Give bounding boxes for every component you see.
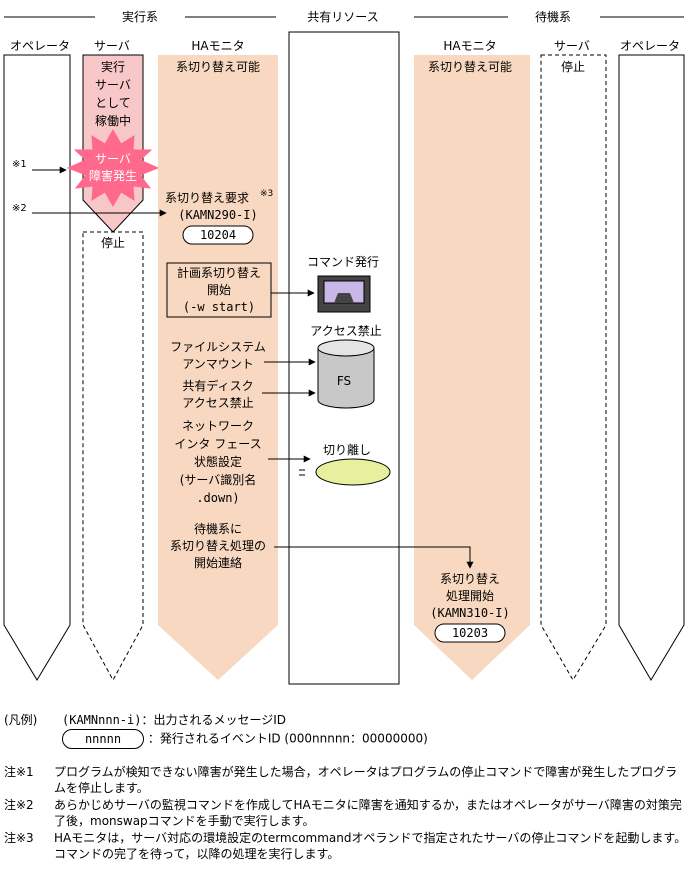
switch-request-msgid: (KAMN290-I)	[178, 208, 257, 222]
server-stopped-standby: 停止	[561, 59, 585, 74]
lane-label-server-active: サーバ	[94, 39, 130, 53]
server-running-text-1: 実行	[101, 59, 125, 74]
legend-message-row: (KAMNnnn-i)：出力されるメッセージID	[62, 712, 286, 728]
network-text-3: 状態設定	[194, 454, 242, 469]
planned-switch-text-1: 計画系切り替え	[177, 265, 261, 280]
lane-operator-active	[3, 54, 71, 681]
legend-message-code: (KAMNnnn-i)	[62, 713, 142, 727]
lane-label-operator-active: オペレータ	[10, 39, 70, 53]
legend-message-desc: ：出力されるメッセージID	[141, 713, 287, 727]
detach-ellipse	[315, 458, 391, 486]
note-1: 注※1 プログラムが検知できない障害が発生した場合，オペレータはプログラムの停止…	[4, 764, 688, 796]
network-text-1: ネットワーク	[182, 419, 254, 433]
lane-label-operator-standby: オペレータ	[620, 39, 680, 53]
access-forbidden-label: アクセス禁止	[310, 324, 381, 338]
network-text-5: .down)	[196, 491, 239, 505]
fs-label: FS	[337, 374, 351, 388]
note-2: 注※2 あらかじめサーバの監視コマンドを作成してHAモニタに障害を通知するか，ま…	[4, 797, 688, 829]
command-label: コマンド発行	[307, 255, 379, 269]
group-header-active: 実行系	[4, 9, 276, 24]
failure-burst	[66, 128, 160, 208]
notify-text-3: 開始連絡	[194, 555, 242, 570]
unmount-text-2: アンマウント	[182, 357, 254, 371]
flow-diagram: 実行系 共有リソース 待機系 オペレータ サーバ HAモニタ HAモニタ サーバ…	[3, 9, 685, 685]
legend-event-badge: nnnnn	[62, 729, 144, 749]
group-title-shared: 共有リソース	[307, 10, 378, 24]
arrow-notify-standby	[274, 546, 474, 569]
standby-start-text-1: 系切り替え	[440, 572, 500, 586]
disk-text-2: アクセス禁止	[182, 396, 253, 410]
lane-label-server-standby: サーバ	[554, 39, 590, 53]
notify-text-2: 系切り替え処理の	[170, 539, 266, 553]
lane-label-hamonitor-standby: HAモニタ	[443, 39, 496, 53]
hamon2-switch-possible: 系切り替え可能	[428, 60, 512, 74]
note-1-text: プログラムが検知できない障害が発生した場合，オペレータはプログラムの停止コマンド…	[54, 765, 678, 795]
hamon1-switch-possible: 系切り替え可能	[176, 60, 260, 74]
switch-request-text: 系切り替え要求	[165, 191, 249, 205]
lane-hamonitor-standby	[414, 55, 530, 680]
network-text-2: インタ フェース	[174, 437, 261, 451]
legend-event-row: nnnnn ：発行されるイベントID (000nnnnn：00000000)	[62, 729, 428, 749]
network-text-4: (サーバ識別名	[180, 472, 257, 487]
server-running-text-2: サーバ	[95, 78, 131, 92]
group-title-active: 実行系	[122, 9, 158, 24]
planned-switch-text-3: (-w start)	[183, 300, 255, 314]
legend-label: (凡例)	[4, 713, 38, 727]
event-badge-1	[182, 225, 254, 245]
network-cable-icon	[299, 469, 305, 476]
event-badge-2-text: 10203	[452, 626, 488, 640]
note-3-text: HAモニタは，サーバ対応の環境設定のtermcommandオペランドで指定された…	[54, 831, 687, 861]
note-1-mark: 注※1	[4, 765, 34, 779]
planned-switch-box	[166, 262, 272, 318]
lane-server-standby	[540, 54, 607, 681]
server-running-text-4: 稼働中	[95, 113, 131, 128]
marker-note-2: ※2	[12, 203, 27, 214]
detach-label: 切り離し	[323, 443, 371, 457]
legend-event-desc: ：発行されるイベントID (000nnnnn：00000000)	[147, 731, 428, 746]
planned-switch-text-2: 開始	[207, 283, 231, 297]
lane-server-active	[82, 54, 144, 682]
unmount-text-1: ファイルシステム	[170, 340, 266, 354]
server-running-text-3: として	[95, 96, 131, 110]
note-2-text: あらかじめサーバの監視コマンドを作成してHAモニタに障害を通知するか，またはオペ…	[54, 798, 682, 828]
fs-cylinder-icon	[317, 339, 375, 409]
standby-start-text-2: 処理開始	[446, 589, 494, 603]
notes-section: 注※1 プログラムが検知できない障害が発生した場合，オペレータはプログラムの停止…	[4, 764, 688, 863]
switch-request-note: ※3	[260, 189, 273, 199]
lane-label-hamonitor-active: HAモニタ	[191, 39, 244, 53]
group-header-standby: 待機系	[414, 9, 684, 24]
failure-text-1: サーバ	[95, 152, 131, 166]
event-badge-1-text: 10204	[200, 228, 236, 242]
failure-text-2: 障害発生	[89, 168, 137, 183]
lane-operator-standby	[618, 54, 685, 681]
note-3: 注※3 HAモニタは，サーバ対応の環境設定のtermcommandオペランドで指…	[4, 830, 688, 862]
event-badge-2	[434, 623, 506, 643]
notify-text-1: 待機系に	[194, 521, 242, 536]
command-icon	[317, 275, 371, 313]
standby-start-msgid: (KAMN310-I)	[430, 606, 509, 620]
marker-note-1: ※1	[12, 159, 27, 170]
group-title-standby: 待機系	[535, 9, 571, 24]
note-2-mark: 注※2	[4, 798, 34, 812]
note-3-mark: 注※3	[4, 831, 34, 845]
disk-text-1: 共有ディスク	[182, 378, 253, 393]
server-stopped-active: 停止	[101, 235, 125, 250]
lane-hamonitor-active	[158, 55, 278, 680]
